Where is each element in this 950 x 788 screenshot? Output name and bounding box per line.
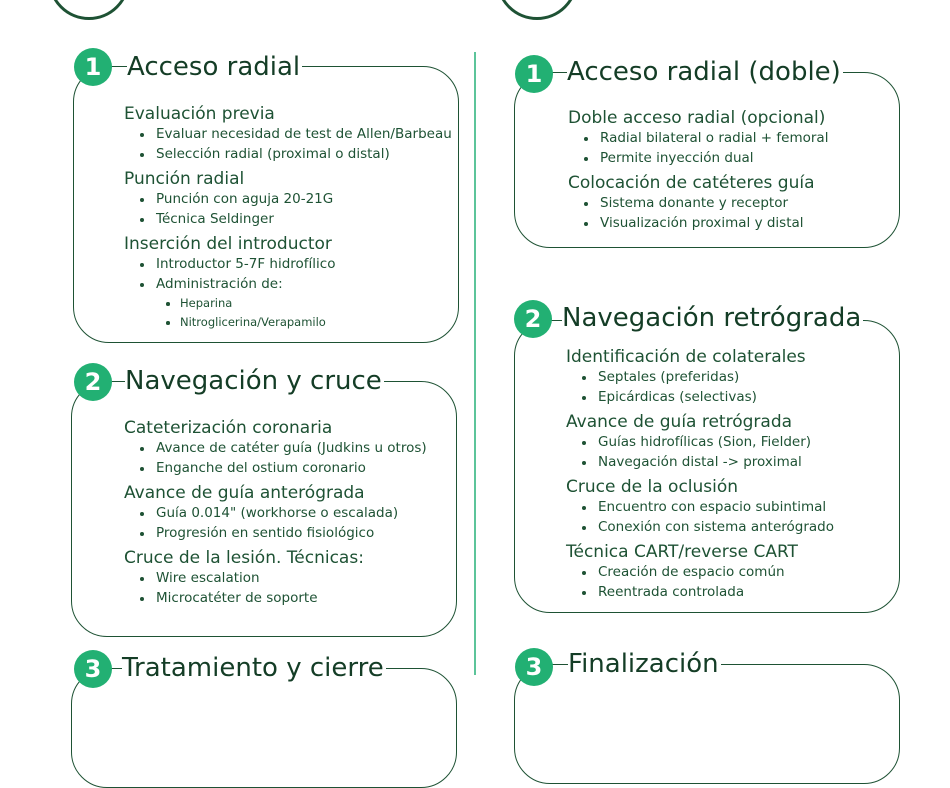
left-section-2-content: Cateterización coronaria Avance de catét…: [124, 417, 427, 612]
left-section-3-panel: [71, 668, 457, 788]
left-s2-item-3-bullet-1: Wire escalation: [134, 569, 427, 589]
right-s1-item-1: Doble acceso radial (opcional) Radial bi…: [568, 107, 828, 168]
column-divider: [474, 52, 476, 675]
right-section-2-content: Identificación de colaterales Septales (…: [566, 346, 834, 606]
right-s2-item-3: Cruce de la oclusión Encuentro con espac…: [566, 476, 834, 537]
right-s2-item-4-heading: Técnica CART/reverse CART: [566, 542, 798, 562]
left-section-2-number-badge: 2: [74, 363, 112, 401]
left-s1-item-3-bullet-1: Introductor 5-7F hidrofílico: [134, 255, 452, 275]
left-s2-item-2-bullet-2: Progresión en sentido fisiológico: [134, 524, 427, 544]
right-section-1-panel: [514, 72, 900, 248]
left-s2-item-2: Avance de guía anterógrada Guía 0.014" (…: [124, 482, 427, 543]
right-section-1-content: Doble acceso radial (opcional) Radial bi…: [568, 107, 828, 237]
left-s1-item-2-bullet-2: Técnica Seldinger: [134, 210, 452, 230]
left-section-1-panel: [73, 66, 459, 343]
right-section-2-panel: [514, 320, 900, 613]
left-section-1-content: Evaluación previa Evaluar necesidad de t…: [124, 103, 452, 336]
right-s2-item-2-bullet-1: Guías hidrofílicas (Sion, Fielder): [576, 433, 834, 453]
right-section-1-title: Acceso radial (doble): [567, 57, 843, 87]
right-s2-item-4: Técnica CART/reverse CART Creación de es…: [566, 541, 834, 602]
right-s2-item-1-heading: Identificación de colaterales: [566, 347, 806, 367]
top-right-logo-circle: [496, 0, 578, 20]
right-s2-item-4-bullet-1: Creación de espacio común: [576, 563, 834, 583]
top-left-logo-circle: [48, 0, 130, 20]
left-s2-item-1-bullet-2: Enganche del ostium coronario: [134, 459, 427, 479]
left-s1-item-3: Inserción del introductor Introductor 5-…: [124, 233, 452, 332]
left-s2-item-1-bullet-1: Avance de catéter guía (Judkins u otros): [134, 439, 427, 459]
right-section-2-number-badge: 2: [514, 300, 552, 338]
left-s1-item-3-sub-bullet-2: Nitroglicerina/Verapamilo: [160, 313, 452, 332]
left-s2-item-1-heading: Cateterización coronaria: [124, 418, 333, 438]
left-s1-item-1: Evaluación previa Evaluar necesidad de t…: [124, 103, 452, 164]
left-s1-item-1-heading: Evaluación previa: [124, 104, 275, 124]
right-section-2-title: Navegación retrógrada: [562, 303, 864, 333]
left-section-1-title: Acceso radial: [127, 52, 303, 82]
right-s1-item-2: Colocación de catéteres guía Sistema don…: [568, 172, 828, 233]
right-s2-item-2-heading: Avance de guía retrógrada: [566, 412, 793, 432]
right-section-3-panel: [514, 664, 900, 784]
left-section-3-number-badge: 3: [74, 650, 112, 688]
left-section-2-title: Navegación y cruce: [125, 366, 384, 396]
left-s2-item-3: Cruce de la lesión. Técnicas: Wire escal…: [124, 547, 427, 608]
right-s1-item-1-heading: Doble acceso radial (opcional): [568, 108, 826, 128]
left-s1-item-3-sub-bullet-1: Heparina: [160, 294, 452, 313]
left-section-3-title: Tratamiento y cierre: [122, 653, 386, 683]
left-s2-item-3-bullet-2: Microcatéter de soporte: [134, 589, 427, 609]
right-s1-item-2-bullet-2: Visualización proximal y distal: [578, 214, 828, 234]
left-s1-item-2-bullet-1: Punción con aguja 20-21G: [134, 190, 452, 210]
left-s1-item-3-heading: Inserción del introductor: [124, 234, 332, 254]
left-s1-item-2: Punción radial Punción con aguja 20-21G …: [124, 168, 452, 229]
left-s2-item-1: Cateterización coronaria Avance de catét…: [124, 417, 427, 478]
left-s1-item-1-bullet-2: Selección radial (proximal o distal): [134, 145, 452, 165]
right-section-3-title: Finalización: [568, 649, 721, 679]
right-s2-item-3-bullet-2: Conexión con sistema anterógrado: [576, 518, 834, 538]
right-s2-item-2-bullet-2: Navegación distal -> proximal: [576, 453, 834, 473]
right-s1-item-1-bullet-2: Permite inyección dual: [578, 149, 828, 169]
left-s1-item-2-heading: Punción radial: [124, 169, 245, 189]
left-s2-item-3-heading: Cruce de la lesión. Técnicas:: [124, 548, 364, 568]
right-s2-item-1: Identificación de colaterales Septales (…: [566, 346, 834, 407]
right-s1-item-1-bullet-1: Radial bilateral o radial + femoral: [578, 129, 828, 149]
right-section-1-number-badge: 1: [515, 55, 553, 93]
left-section-2-panel: [71, 381, 457, 637]
right-s2-item-3-bullet-1: Encuentro con espacio subintimal: [576, 498, 834, 518]
left-section-1-number-badge: 1: [74, 48, 112, 86]
right-s2-item-1-bullet-2: Epicárdicas (selectivas): [576, 388, 834, 408]
right-s2-item-2: Avance de guía retrógrada Guías hidrofíl…: [566, 411, 834, 472]
right-s1-item-2-bullet-1: Sistema donante y receptor: [578, 194, 828, 214]
left-s2-item-2-heading: Avance de guía anterógrada: [124, 483, 365, 503]
right-s2-item-4-bullet-2: Reentrada controlada: [576, 583, 834, 603]
right-s2-item-1-bullet-1: Septales (preferidas): [576, 368, 834, 388]
right-s2-item-3-heading: Cruce de la oclusión: [566, 477, 739, 497]
right-s1-item-2-heading: Colocación de catéteres guía: [568, 173, 815, 193]
left-s1-item-3-bullet-2: Administración de:: [134, 275, 452, 295]
left-s2-item-2-bullet-1: Guía 0.014" (workhorse o escalada): [134, 504, 427, 524]
left-s1-item-1-bullet-1: Evaluar necesidad de test de Allen/Barbe…: [134, 125, 452, 145]
right-section-3-number-badge: 3: [515, 648, 553, 686]
